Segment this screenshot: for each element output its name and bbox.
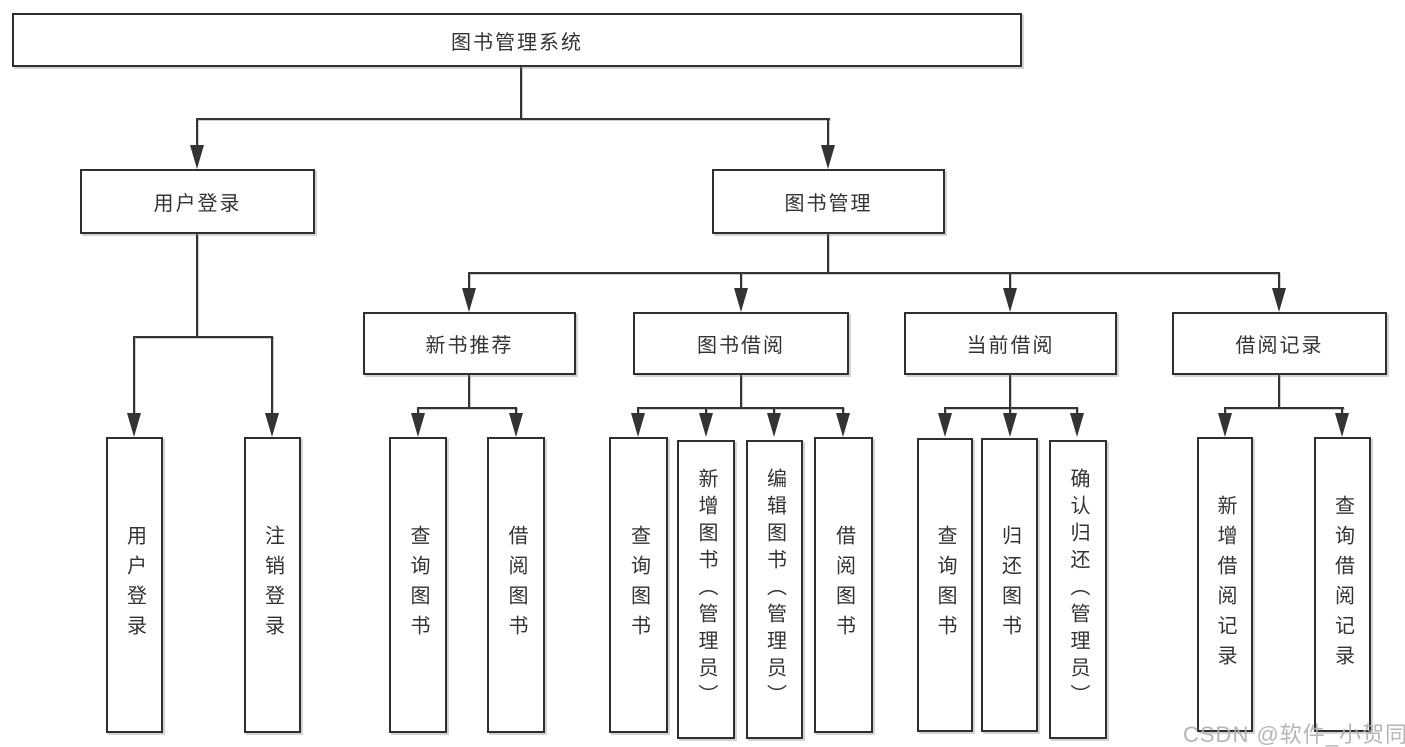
arrowhead-icon xyxy=(1070,413,1084,437)
leaf-label: 查询图书 xyxy=(934,525,956,645)
node-label: 图书管理系统 xyxy=(451,31,583,54)
connector-root-drop-left xyxy=(196,118,198,146)
leaf-query-borrow-record: 查询借阅记录 xyxy=(1314,437,1371,732)
connector-current-drop-1 xyxy=(944,407,946,414)
leaf-label: 借阅图书 xyxy=(505,525,527,645)
node-label: 借阅记录 xyxy=(1235,335,1324,357)
node-new-book-recommend: 新书推荐 xyxy=(363,312,576,375)
leaf-query-books-current: 查询图书 xyxy=(917,438,973,732)
arrowhead-icon xyxy=(265,413,279,437)
connector-login-drop-1 xyxy=(133,336,135,413)
arrowhead-icon xyxy=(631,413,645,437)
connector-mgmt-stub xyxy=(827,234,829,272)
leaf-label: 新增借阅记录 xyxy=(1214,494,1236,675)
arrowhead-icon xyxy=(821,145,835,169)
connector-mgmt-drop-4 xyxy=(1278,272,1280,290)
connector-records-drop-1 xyxy=(1224,407,1226,414)
connector-borrow-drop-4 xyxy=(842,407,844,414)
arrowhead-icon xyxy=(699,413,713,437)
arrowhead-icon xyxy=(462,288,476,312)
connector-current-split xyxy=(944,407,1078,409)
arrowhead-icon xyxy=(127,413,141,437)
node-label: 用户登录 xyxy=(153,193,242,215)
connector-current-drop-3 xyxy=(1076,407,1078,414)
arrowhead-icon xyxy=(190,145,204,169)
connector-newbook-stub xyxy=(468,375,470,407)
connector-current-drop-2 xyxy=(1009,407,1011,414)
arrowhead-icon xyxy=(734,288,748,312)
connector-records-drop-2 xyxy=(1341,407,1343,414)
leaf-user-login: 用户登录 xyxy=(106,437,163,733)
connector-root-stub xyxy=(520,67,522,119)
connector-borrow-drop-3 xyxy=(773,407,775,414)
connector-root-split xyxy=(196,118,830,120)
node-label: 图书借阅 xyxy=(697,335,785,357)
connector-newbook-drop-2 xyxy=(515,407,517,414)
connector-mgmt-drop-2 xyxy=(740,272,742,290)
node-book-management: 图书管理 xyxy=(712,169,945,234)
arrowhead-icon xyxy=(938,413,952,437)
connector-records-split xyxy=(1224,407,1344,409)
arrowhead-icon xyxy=(1272,288,1286,312)
connector-current-stub xyxy=(1009,375,1011,407)
leaf-logout: 注销登录 xyxy=(244,437,301,733)
arrowhead-icon xyxy=(509,413,523,437)
leaf-add-borrow-record: 新增借阅记录 xyxy=(1197,437,1253,732)
csdn-watermark: CSDN @软件_小贺同学 xyxy=(1183,722,1405,747)
leaf-label: 新增图书（管理员） xyxy=(695,468,717,711)
leaf-label: 编辑图书（管理员） xyxy=(763,468,786,711)
node-user-login: 用户登录 xyxy=(80,169,315,234)
arrowhead-icon xyxy=(1003,288,1017,312)
node-label: 图书管理 xyxy=(784,193,873,215)
node-label: 当前借阅 xyxy=(966,335,1055,357)
leaf-edit-book-admin: 编辑图书（管理员） xyxy=(746,440,803,739)
arrowhead-icon xyxy=(1218,413,1232,437)
leaf-label: 查询图书 xyxy=(407,525,429,645)
leaf-add-book-admin: 新增图书（管理员） xyxy=(677,440,735,739)
connector-mgmt-drop-3 xyxy=(1009,272,1011,290)
connector-mgmt-drop-1 xyxy=(468,272,470,290)
connector-borrow-drop-2 xyxy=(705,407,707,414)
leaf-query-books-borrow: 查询图书 xyxy=(609,437,668,733)
node-book-borrow: 图书借阅 xyxy=(633,312,849,375)
arrowhead-icon xyxy=(1003,413,1017,437)
connector-newbook-split xyxy=(417,407,517,409)
leaf-label: 查询图书 xyxy=(627,525,650,645)
connector-newbook-drop-1 xyxy=(417,407,419,414)
node-root-library-system: 图书管理系统 xyxy=(12,13,1022,67)
arrowhead-icon xyxy=(767,413,781,437)
leaf-label: 归还图书 xyxy=(998,525,1021,645)
connector-mgmt-split xyxy=(468,272,1279,274)
arrowhead-icon xyxy=(411,413,425,437)
connector-login-drop-2 xyxy=(271,336,273,413)
node-borrow-records: 借阅记录 xyxy=(1172,312,1387,375)
connector-borrow-split xyxy=(637,407,844,409)
arrowhead-icon xyxy=(1335,413,1349,437)
leaf-borrow-book: 借阅图书 xyxy=(814,437,873,733)
arrowhead-icon xyxy=(836,413,850,437)
connector-borrow-drop-1 xyxy=(637,407,639,414)
node-label: 新书推荐 xyxy=(425,335,514,357)
leaf-label: 借阅图书 xyxy=(832,525,855,645)
connector-login-split xyxy=(133,336,273,338)
leaf-label: 确认归还（管理员） xyxy=(1067,468,1089,711)
leaf-query-books-recommend: 查询图书 xyxy=(389,437,447,733)
connector-root-drop-right xyxy=(827,118,829,146)
leaf-confirm-return-admin: 确认归还（管理员） xyxy=(1049,440,1107,739)
leaf-label: 用户登录 xyxy=(123,525,146,645)
node-current-borrow: 当前借阅 xyxy=(904,312,1117,375)
connector-records-stub xyxy=(1278,375,1280,407)
leaf-return-book: 归还图书 xyxy=(981,438,1038,732)
leaf-label: 注销登录 xyxy=(261,525,284,645)
leaf-borrow-books-recommend: 借阅图书 xyxy=(487,437,545,733)
connector-login-stub xyxy=(196,234,198,336)
leaf-label: 查询借阅记录 xyxy=(1331,494,1354,675)
connector-borrow-stub xyxy=(740,375,742,407)
